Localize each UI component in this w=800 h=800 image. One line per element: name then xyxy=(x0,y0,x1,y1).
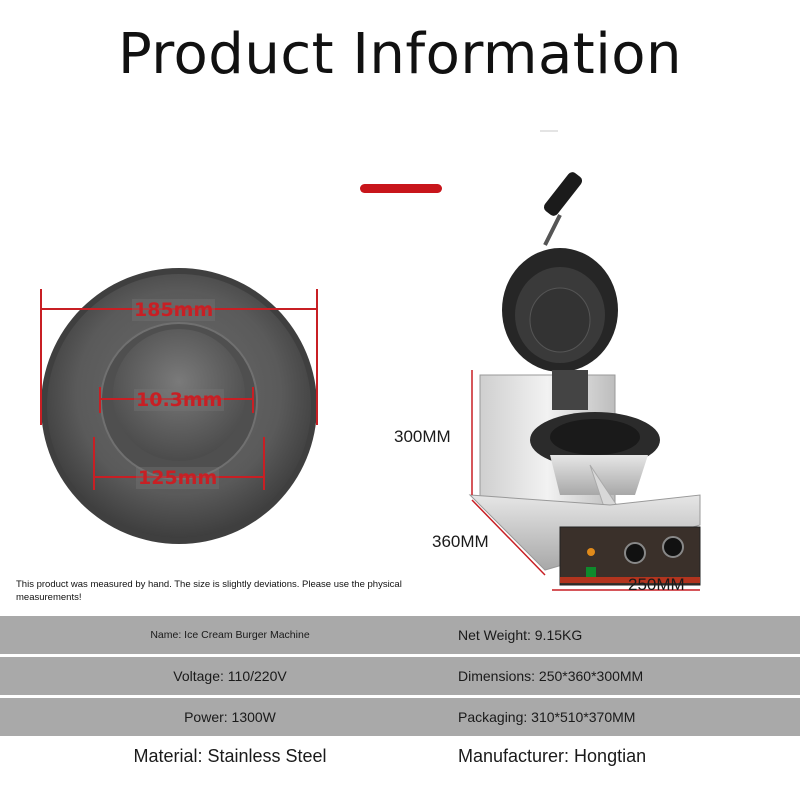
spec-net-weight: Net Weight: 9.15KG xyxy=(458,627,583,643)
machine-depth-dimension: 360MM xyxy=(432,532,489,551)
spec-voltage: Voltage: 110/220V xyxy=(173,668,287,684)
spec-row: Voltage: 110/220V Dimensions: 250*360*30… xyxy=(0,657,800,695)
spec-manufacturer: Manufacturer: Hongtian xyxy=(458,745,647,766)
spec-row: Material: Stainless Steel Manufacturer: … xyxy=(0,737,800,775)
mold-plate-image: 185mm 10.3mm 125mm xyxy=(38,265,320,547)
spec-dimensions: Dimensions: 250*360*300MM xyxy=(458,668,644,684)
divider xyxy=(540,130,558,132)
spec-row: Power: 1300W Packaging: 310*510*370MM xyxy=(0,698,800,736)
machine-width-dimension: 250MM xyxy=(628,575,685,594)
mold-plate-graphic xyxy=(40,268,318,544)
spec-power: Power: 1300W xyxy=(184,709,276,725)
burger-machine-graphic xyxy=(468,172,701,591)
plate-outer-dimension: 185mm xyxy=(132,299,216,321)
machine-height-dimension: 300MM xyxy=(394,427,451,446)
measurement-disclaimer: This product was measured by hand. The s… xyxy=(16,579,402,603)
spec-packaging: Packaging: 310*510*370MM xyxy=(458,709,636,725)
burger-machine-image: 300MM 360MM 250MM xyxy=(394,165,710,595)
page-title: Product Information xyxy=(117,22,683,87)
spec-material: Material: Stainless Steel xyxy=(133,745,327,766)
accent-bar xyxy=(360,184,442,193)
spec-row: Name: Ice Cream Burger Machine Net Weigh… xyxy=(0,616,800,654)
plate-depth-dimension: 10.3mm xyxy=(134,389,225,411)
spec-name: Name: Ice Cream Burger Machine xyxy=(150,629,310,641)
plate-base-dimension: 125mm xyxy=(136,467,220,489)
